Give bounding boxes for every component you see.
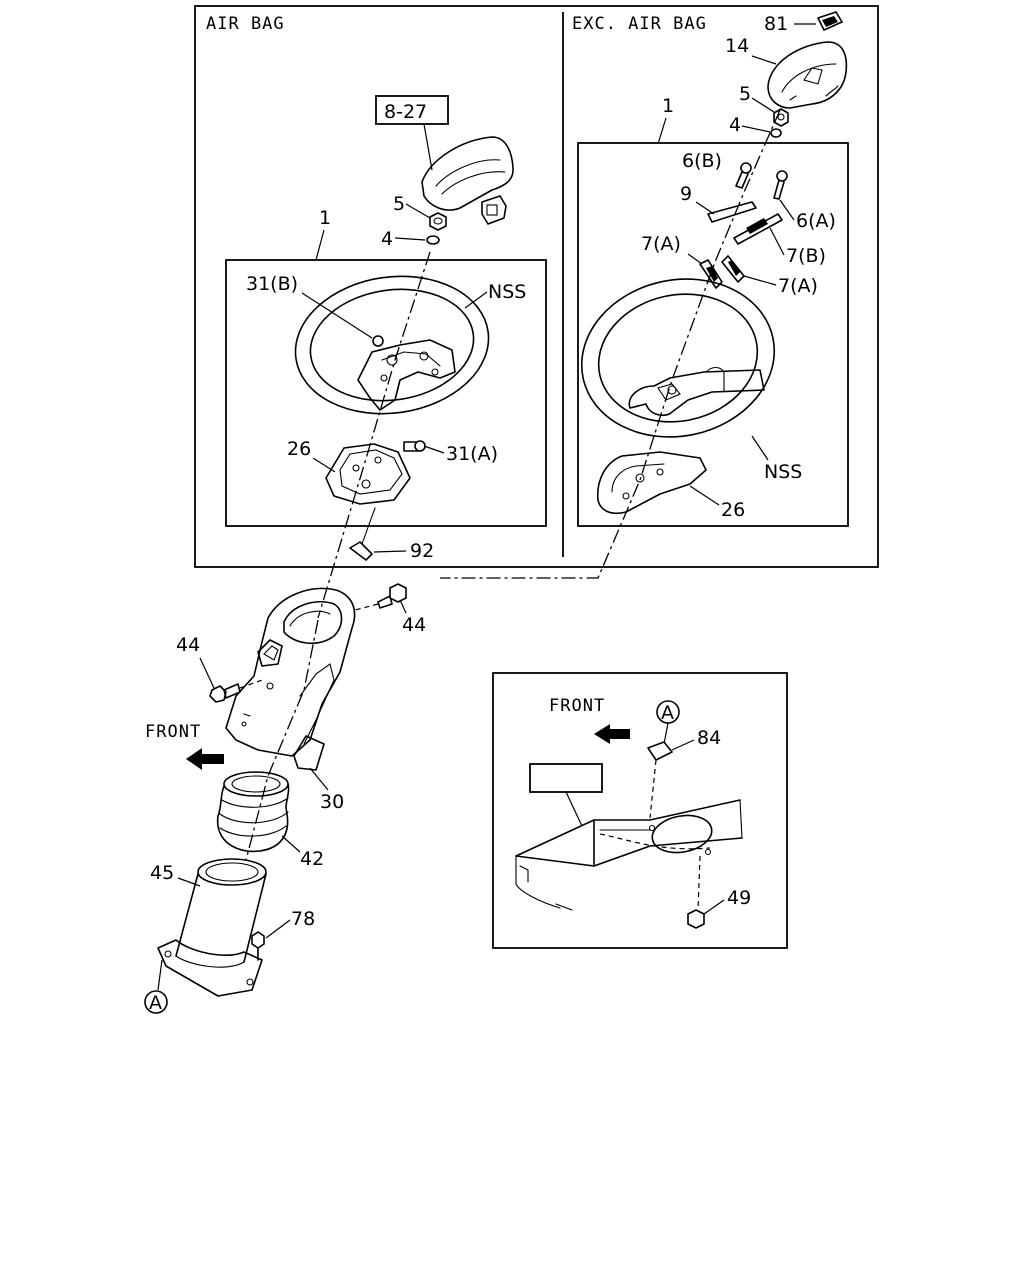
clip-92 [349, 541, 373, 561]
mark-a-inset-text: A [661, 702, 674, 724]
label-26-left: 26 [287, 438, 311, 460]
washer-4-left [426, 235, 440, 245]
nut-49 [687, 909, 705, 929]
label-4-left: 4 [381, 228, 393, 250]
front-arrow-left [186, 748, 224, 770]
plate-9 [707, 201, 757, 223]
label-6b: 6(B) [682, 150, 722, 172]
bolt-78 [251, 931, 265, 961]
label-31b: 31(B) [246, 273, 298, 295]
label-42: 42 [300, 848, 324, 870]
label-7a-left: 7(A) [641, 233, 681, 255]
label-78: 78 [291, 908, 315, 930]
screw-31a [403, 440, 426, 452]
ref-8-27: 8-27 [384, 101, 427, 123]
label-26-right: 26 [721, 499, 745, 521]
inner-box-right [577, 142, 849, 527]
label-5-right: 5 [739, 83, 751, 105]
screw-31b [372, 335, 384, 347]
label-1-right: 1 [662, 95, 674, 117]
cover-26-right [597, 451, 707, 515]
label-30: 30 [320, 791, 344, 813]
label-14: 14 [725, 35, 749, 57]
label-7a-right: 7(A) [778, 275, 818, 297]
screw-6a [773, 170, 788, 200]
label-nss-left: NSS [488, 281, 526, 303]
inner-box-left [225, 259, 547, 527]
label-44-right: 44 [402, 614, 426, 636]
steering-wheel-right [580, 278, 776, 438]
front-arrow-inset [594, 724, 630, 744]
spring-7a-left [699, 259, 723, 289]
emblem-81 [817, 11, 843, 31]
spring-7b [733, 213, 783, 245]
tube-45 [157, 858, 267, 997]
steering-wheel-left [294, 275, 490, 415]
label-7b: 7(B) [786, 245, 826, 267]
nut-5-right [773, 108, 789, 127]
clip-84 [647, 741, 673, 761]
cover-26-left [325, 443, 411, 505]
floor-panel [515, 799, 743, 911]
mark-a-left [144, 990, 168, 1014]
label-81: 81 [764, 13, 788, 35]
label-84: 84 [697, 727, 721, 749]
label-5-left: 5 [393, 193, 405, 215]
label-nss-right: NSS [764, 461, 802, 483]
label-31a: 31(A) [446, 443, 498, 465]
washer-4-right [770, 128, 782, 138]
label-44-left: 44 [176, 634, 200, 656]
label-6a: 6(A) [796, 210, 836, 232]
header-air-bag: AIR BAG [206, 14, 285, 34]
nut-5-left [429, 212, 447, 231]
spring-7a-right [721, 255, 745, 283]
ref-box-8-27 [375, 95, 449, 125]
main-frame [194, 5, 879, 568]
label-45: 45 [150, 862, 174, 884]
column-cover [225, 587, 356, 771]
screw-44-right [377, 583, 407, 609]
airbag-module [421, 136, 514, 225]
label-92: 92 [410, 540, 434, 562]
header-exc-air-bag: EXC. AIR BAG [572, 14, 707, 34]
mark-a-left-text: A [149, 992, 162, 1014]
inset-box [492, 672, 788, 949]
label-1-left: 1 [319, 207, 331, 229]
label-front-inset: FRONT [549, 696, 605, 716]
ref-box-6-70 [529, 763, 603, 793]
screw-44-left [209, 683, 241, 703]
label-9: 9 [680, 183, 692, 205]
screw-6b [735, 162, 752, 189]
label-front-left: FRONT [145, 722, 201, 742]
horn-pad-14 [767, 41, 848, 109]
label-4-right: 4 [729, 114, 741, 136]
label-49: 49 [727, 887, 751, 909]
boot-42 [216, 771, 290, 853]
